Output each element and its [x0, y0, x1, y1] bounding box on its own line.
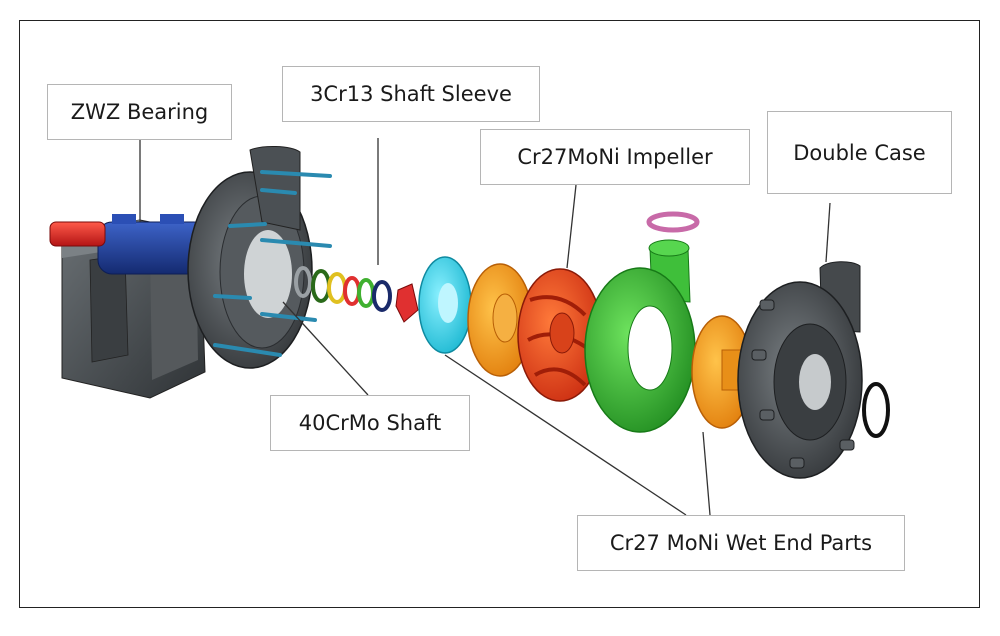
- frame-plate-liner: [467, 263, 533, 377]
- gasket-ring: [646, 211, 700, 233]
- double-case: [737, 261, 863, 479]
- impeller: [517, 268, 603, 402]
- label-shaft-sleeve: 3Cr13 Shaft Sleeve: [282, 66, 540, 122]
- seal-rings: [294, 266, 392, 312]
- label-wet-end-parts: Cr27 MoNi Wet End Parts: [577, 515, 905, 571]
- label-shaft: 40CrMo Shaft: [270, 395, 470, 451]
- frame-plate: [187, 146, 313, 369]
- o-ring: [862, 382, 890, 438]
- label-double-case: Double Case: [767, 111, 952, 194]
- expeller: [395, 283, 419, 323]
- label-impeller: Cr27MoNi Impeller: [480, 129, 750, 185]
- throatbush: [418, 256, 472, 354]
- label-zwz-bearing: ZWZ Bearing: [47, 84, 232, 140]
- volute-liner: [584, 239, 696, 433]
- frame-plate-studs: [213, 170, 332, 357]
- leader-lines: [139, 138, 831, 516]
